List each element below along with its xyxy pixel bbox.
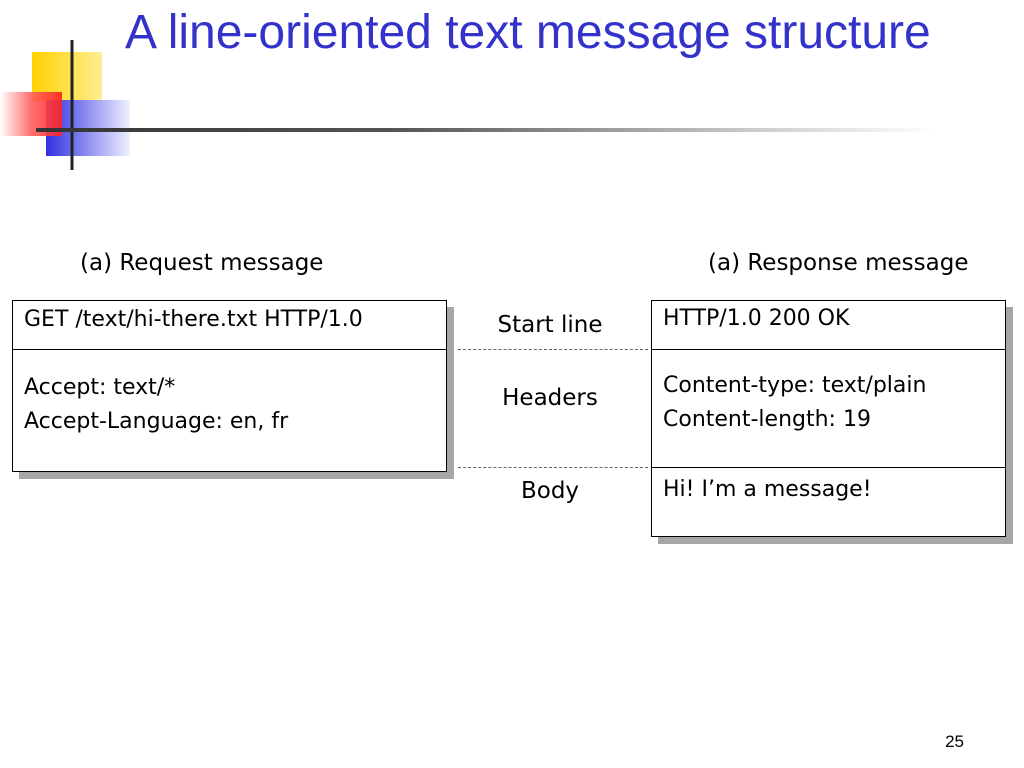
title-underline: [36, 128, 936, 132]
headers-label: Headers: [502, 385, 598, 411]
headers-separator: [458, 467, 648, 468]
body-label: Body: [520, 478, 580, 504]
response-caption: (a) Response message: [708, 250, 969, 276]
response-header-line: Content-type: text/plain: [663, 373, 927, 398]
page-number: 25: [945, 732, 964, 751]
response-divider: [652, 349, 1005, 350]
request-header-line: Accept: text/*: [24, 375, 176, 400]
start-line-separator: [458, 349, 648, 350]
decorative-logo: [0, 40, 130, 170]
request-divider: [13, 349, 446, 350]
request-header-line: Accept-Language: en, fr: [24, 409, 289, 434]
response-message-box: HTTP/1.0 200 OK Content-type: text/plain…: [651, 300, 1006, 537]
response-start-line: HTTP/1.0 200 OK: [663, 306, 850, 331]
response-body: Hi! I’m a message!: [663, 477, 872, 502]
response-divider: [652, 467, 1005, 468]
start-line-label: Start line: [497, 312, 603, 338]
request-start-line: GET /text/hi-there.txt HTTP/1.0: [24, 307, 363, 332]
response-header-line: Content-length: 19: [663, 407, 871, 432]
request-message-box: GET /text/hi-there.txt HTTP/1.0 Accept: …: [12, 300, 447, 472]
request-caption: (a) Request message: [80, 250, 324, 276]
slide-title: A line-oriented text message structure: [125, 6, 931, 59]
